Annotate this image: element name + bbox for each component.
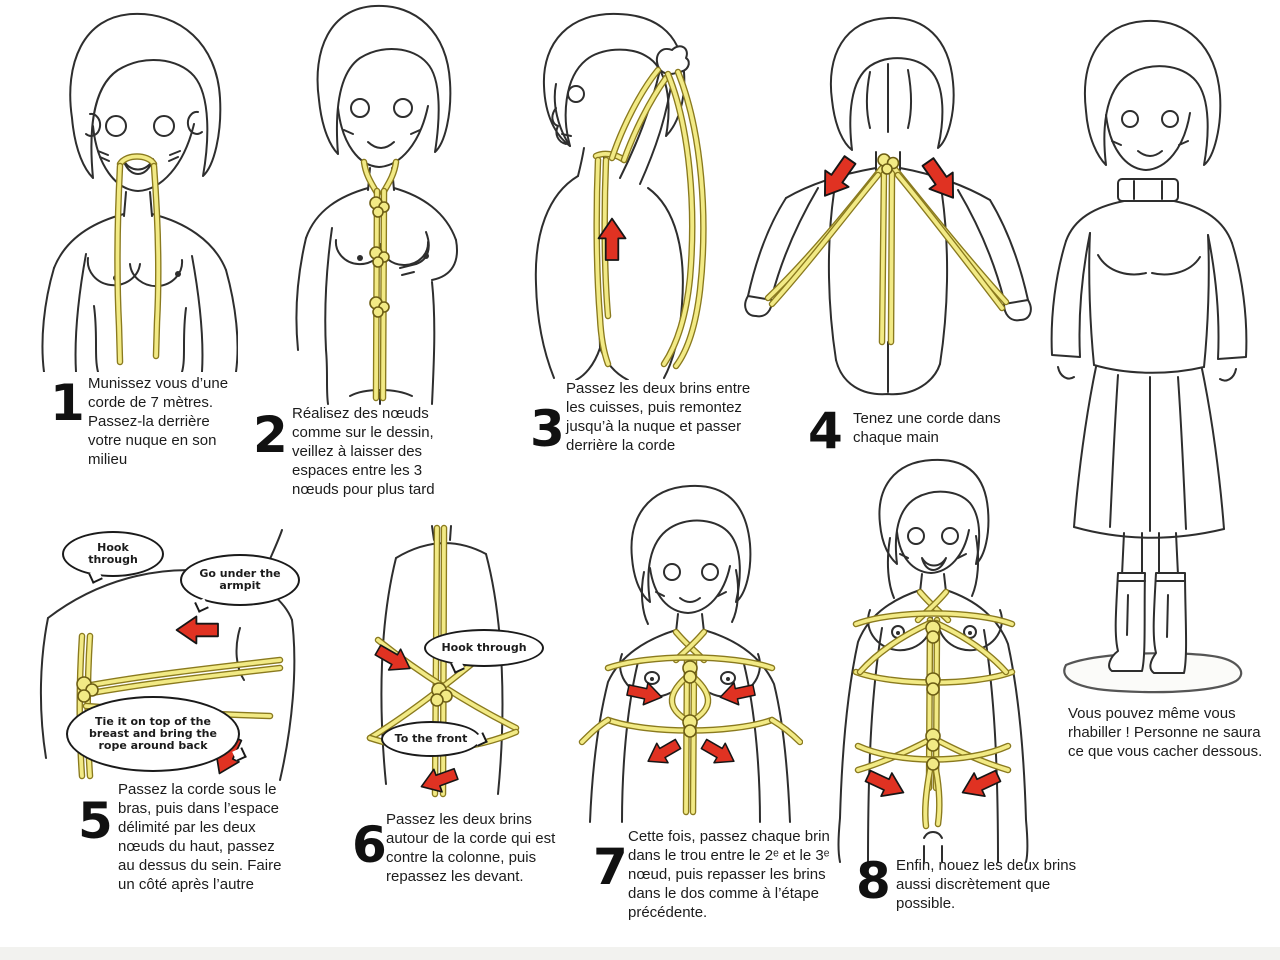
red-arrow-icon (921, 157, 955, 199)
rope (114, 153, 162, 366)
step1-number: 1 (50, 374, 85, 432)
step6-illustration (366, 524, 520, 798)
step3-number: 3 (530, 400, 565, 458)
step1-illustration (41, 12, 238, 372)
hair (69, 12, 222, 179)
hair (316, 4, 452, 155)
step1-caption: Munissez vous d’une corde de 7 mètres. P… (88, 375, 229, 469)
red-arrow-icon (647, 738, 682, 764)
red-arrow-icon (420, 767, 459, 793)
step6-caption: Passez les deux brins autour de la corde… (386, 811, 556, 886)
step3-illustration (534, 12, 707, 380)
red-arrow-icon (961, 769, 1002, 798)
final-dressed-illustration (1050, 19, 1248, 694)
rope (360, 158, 400, 402)
speech-bubble-to-the-front: To the front (381, 721, 481, 757)
rope-knots (369, 196, 390, 318)
rope (764, 164, 1010, 346)
final-note: Vous pouvez même vous rhabiller ! Person… (1068, 705, 1263, 761)
rope-knots (925, 620, 941, 771)
step3-caption: Passez les deux brins entre les cuisses,… (566, 380, 751, 455)
speech-bubble-tie-on-top: Tie it on top of the breast and bring th… (66, 696, 240, 772)
hair (542, 12, 686, 147)
pointing-hand (399, 263, 417, 276)
red-arrow-icon (864, 769, 905, 798)
raised-arm (619, 69, 673, 185)
hand (656, 45, 690, 75)
hair (1084, 19, 1222, 166)
rope-knot (76, 676, 99, 703)
boots (1108, 572, 1188, 674)
red-arrow-icon (719, 681, 756, 706)
step2-caption: Réalisez des nœuds comme sur le dessin, … (292, 405, 435, 499)
speech-bubble-hook-through-1: Hook through (62, 531, 164, 577)
step7-illustration (578, 484, 803, 823)
mouth (921, 557, 947, 571)
step2-illustration (295, 4, 458, 405)
step5-number: 5 (78, 792, 113, 850)
red-arrow-icon (175, 615, 219, 645)
rope-knot (430, 682, 453, 707)
rope-knots (682, 660, 698, 738)
step8-caption: Enfin, nouez les deux brins aussi discrè… (896, 857, 1077, 913)
turtleneck-collar (1117, 178, 1179, 202)
step8-illustration (837, 458, 1029, 863)
bottom-edge (0, 947, 1280, 960)
step4-illustration (744, 16, 1032, 396)
step7-number: 7 (593, 838, 628, 896)
step8-number: 8 (856, 852, 891, 910)
rope (592, 66, 707, 370)
red-arrow-icon (597, 217, 627, 261)
red-arrow-icon (374, 644, 411, 671)
neck-knot (877, 153, 900, 175)
red-arrow-icon (626, 681, 663, 706)
step6-number: 6 (352, 816, 387, 874)
hair (878, 458, 990, 565)
red-arrow-icon (700, 738, 735, 764)
step5-caption: Passez la corde sous le bras, puis dans … (118, 781, 282, 894)
step4-number: 4 (808, 402, 843, 460)
hair (830, 16, 955, 151)
step7-caption: Cette fois, passez chaque brin dans le t… (628, 828, 830, 922)
speech-bubble-hook-through-2: Hook through (424, 629, 544, 667)
speech-bubble-go-under-armpit: Go under the armpit (180, 554, 300, 606)
red-arrow-icon (823, 155, 857, 197)
step4-caption: Tenez une corde dans chaque main (853, 410, 1001, 447)
hair (630, 484, 752, 603)
step2-number: 2 (253, 406, 288, 464)
